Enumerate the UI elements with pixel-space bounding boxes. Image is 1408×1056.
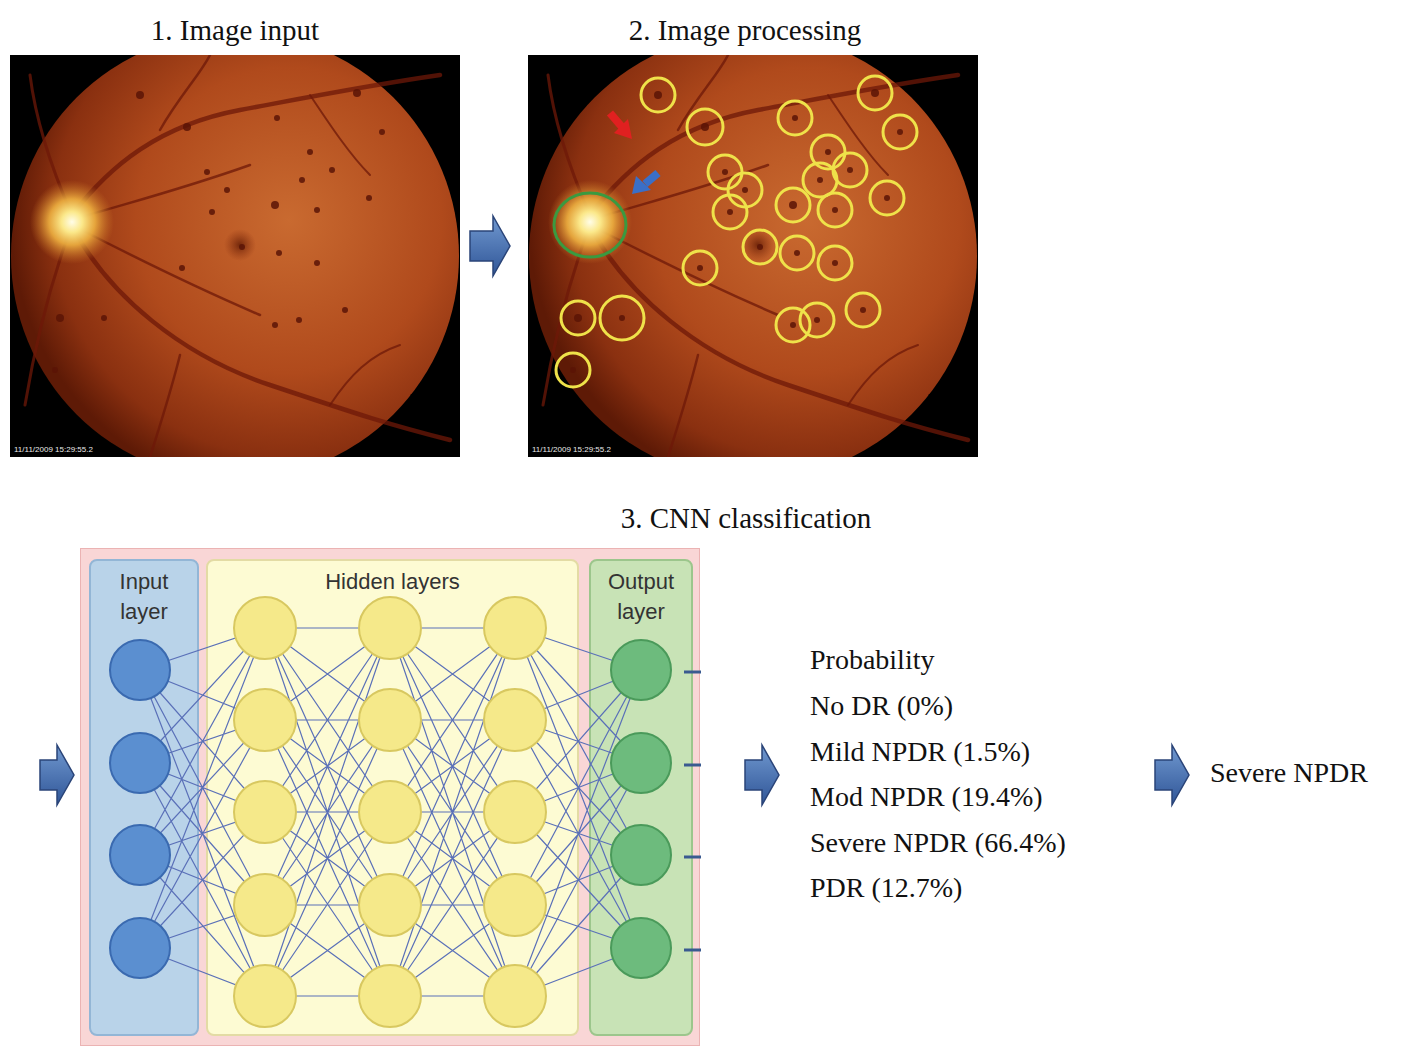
lesion-circle bbox=[870, 181, 904, 215]
neuron bbox=[359, 781, 421, 843]
neuron bbox=[484, 781, 546, 843]
lesion-annotations bbox=[554, 76, 917, 387]
lesion-circle bbox=[561, 301, 595, 335]
red-arrow bbox=[610, 113, 632, 139]
neuron bbox=[484, 874, 546, 936]
lesion-circle bbox=[641, 78, 675, 112]
tick bbox=[684, 949, 701, 952]
timestamp: 11/11/2009 15:29:55.2 bbox=[532, 445, 611, 455]
layer-label: Output layer bbox=[591, 561, 691, 627]
tick bbox=[684, 764, 701, 767]
lesion-circle bbox=[556, 353, 590, 387]
neuron bbox=[611, 640, 671, 700]
neuron bbox=[611, 825, 671, 885]
output-ticks bbox=[684, 672, 701, 950]
neuron bbox=[234, 874, 296, 936]
neuron bbox=[484, 965, 546, 1027]
annotated-fundus-photo: 2. Image processing bbox=[528, 55, 978, 457]
tick bbox=[684, 856, 701, 859]
probability-heading: Probability bbox=[810, 643, 934, 677]
class-probability: PDR (12.7%) bbox=[810, 871, 962, 905]
lesion-circle bbox=[846, 293, 880, 327]
layer-label: Hidden layers bbox=[208, 561, 577, 597]
lesion-circles bbox=[556, 76, 917, 387]
arrow-shaft bbox=[610, 113, 622, 127]
block-arrow bbox=[745, 745, 779, 805]
lesion-circle bbox=[776, 308, 810, 342]
section-heading: 1. Image input bbox=[151, 13, 319, 47]
neuron bbox=[359, 965, 421, 1027]
lesion-circle bbox=[776, 188, 810, 222]
block-arrow bbox=[40, 745, 74, 805]
block-arrow bbox=[1155, 745, 1189, 805]
neuron bbox=[110, 640, 170, 700]
neuron bbox=[110, 918, 170, 978]
neuron bbox=[234, 781, 296, 843]
lesion-circle bbox=[800, 303, 834, 337]
neuron bbox=[234, 689, 296, 751]
fundus-photo: 1. Image input bbox=[10, 55, 460, 457]
lesion-circle bbox=[858, 76, 892, 110]
timestamp: 11/11/2009 15:29:55.2 bbox=[14, 445, 93, 455]
fundus-photo-image bbox=[10, 32, 460, 480]
arrow-head bbox=[614, 119, 632, 139]
neuron bbox=[484, 597, 546, 659]
lesion-circle bbox=[883, 115, 917, 149]
class-probability: Mild NPDR (1.5%) bbox=[810, 735, 1030, 769]
hidden-neurons bbox=[234, 597, 546, 1027]
lesion-circle bbox=[687, 109, 723, 145]
lesion-circle bbox=[713, 195, 747, 229]
neuron bbox=[359, 874, 421, 936]
neuron bbox=[359, 689, 421, 751]
predicted-class: Severe NPDR bbox=[1210, 756, 1368, 790]
lesion-circle bbox=[818, 193, 852, 227]
neuron bbox=[234, 965, 296, 1027]
lesion-circle bbox=[780, 236, 814, 270]
section-heading: 3. CNN classification bbox=[621, 501, 871, 535]
neuron bbox=[611, 733, 671, 793]
class-probability: Mod NPDR (19.4%) bbox=[810, 780, 1043, 814]
lesion-circle bbox=[683, 251, 717, 285]
section-heading: 2. Image processing bbox=[629, 13, 862, 47]
output-neurons bbox=[611, 640, 671, 978]
arrow-shaft bbox=[645, 173, 658, 184]
tick bbox=[684, 671, 701, 674]
class-probability: No DR (0%) bbox=[810, 689, 953, 723]
neuron bbox=[234, 597, 296, 659]
arrow-head bbox=[632, 176, 651, 194]
input-neurons bbox=[110, 640, 170, 978]
lesion-circle bbox=[833, 153, 867, 187]
block-arrow bbox=[470, 216, 510, 276]
lesion-circle bbox=[708, 155, 742, 189]
lesion-circle bbox=[600, 296, 644, 340]
fundus-photo-image bbox=[528, 32, 978, 480]
neuron bbox=[110, 733, 170, 793]
blue-arrow bbox=[632, 173, 658, 194]
class-probability: Severe NPDR (66.4%) bbox=[810, 826, 1066, 860]
neuron bbox=[359, 597, 421, 659]
neuron bbox=[484, 689, 546, 751]
lesion-circle bbox=[818, 246, 852, 280]
optic-disc-ellipse bbox=[554, 193, 626, 257]
network-links bbox=[140, 628, 641, 996]
lesion-circle bbox=[778, 101, 812, 135]
lesion-circle bbox=[743, 230, 777, 264]
neuron bbox=[110, 825, 170, 885]
layer-label: Input layer bbox=[91, 561, 197, 627]
neuron bbox=[611, 918, 671, 978]
